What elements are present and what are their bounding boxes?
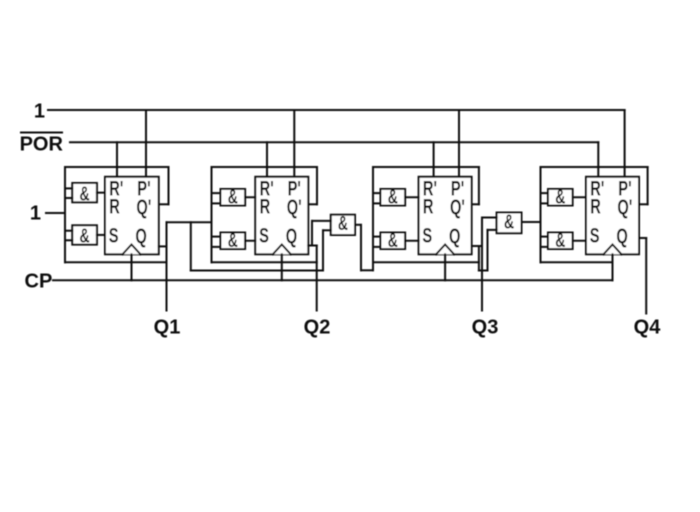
svg-text:Q: Q xyxy=(135,224,146,247)
svg-text:S: S xyxy=(422,224,432,247)
svg-text:POR: POR xyxy=(20,134,64,156)
svg-text:&: & xyxy=(555,229,565,252)
svg-text:Q1: Q1 xyxy=(154,317,181,339)
svg-text:&: & xyxy=(504,210,514,233)
svg-text:R: R xyxy=(423,195,434,218)
svg-text:R: R xyxy=(260,195,271,218)
svg-text:Q4: Q4 xyxy=(634,317,662,339)
svg-text:P': P' xyxy=(618,177,631,200)
svg-text:Q2: Q2 xyxy=(304,317,331,339)
svg-text:&: & xyxy=(388,185,398,208)
svg-text:R: R xyxy=(109,195,120,218)
svg-text:R': R' xyxy=(590,177,604,200)
svg-text:Q: Q xyxy=(449,224,460,247)
svg-text:R: R xyxy=(590,195,601,218)
svg-text:P': P' xyxy=(451,177,464,200)
svg-text:Q': Q' xyxy=(287,196,302,219)
svg-text:Q': Q' xyxy=(136,196,151,219)
svg-text:1: 1 xyxy=(30,203,41,225)
svg-text:CP: CP xyxy=(25,271,53,293)
svg-text:1: 1 xyxy=(34,101,45,123)
svg-text:S: S xyxy=(259,224,269,247)
svg-text:&: & xyxy=(228,229,238,252)
svg-text:&: & xyxy=(555,185,565,208)
svg-text:&: & xyxy=(228,185,238,208)
svg-text:Q3: Q3 xyxy=(472,317,499,339)
svg-text:R': R' xyxy=(423,177,437,200)
svg-text:&: & xyxy=(80,182,90,205)
svg-text:P': P' xyxy=(137,177,150,200)
svg-text:R': R' xyxy=(260,177,274,200)
svg-text:Q': Q' xyxy=(450,196,465,219)
svg-text:Q': Q' xyxy=(617,196,632,219)
svg-text:S: S xyxy=(109,224,119,247)
svg-text:P': P' xyxy=(288,177,301,200)
svg-text:Q: Q xyxy=(616,224,627,247)
svg-text:Q: Q xyxy=(286,224,297,247)
svg-text:&: & xyxy=(80,224,90,247)
svg-text:S: S xyxy=(590,224,600,247)
svg-text:&: & xyxy=(388,229,398,252)
svg-text:R': R' xyxy=(109,177,123,200)
svg-text:&: & xyxy=(338,212,348,235)
